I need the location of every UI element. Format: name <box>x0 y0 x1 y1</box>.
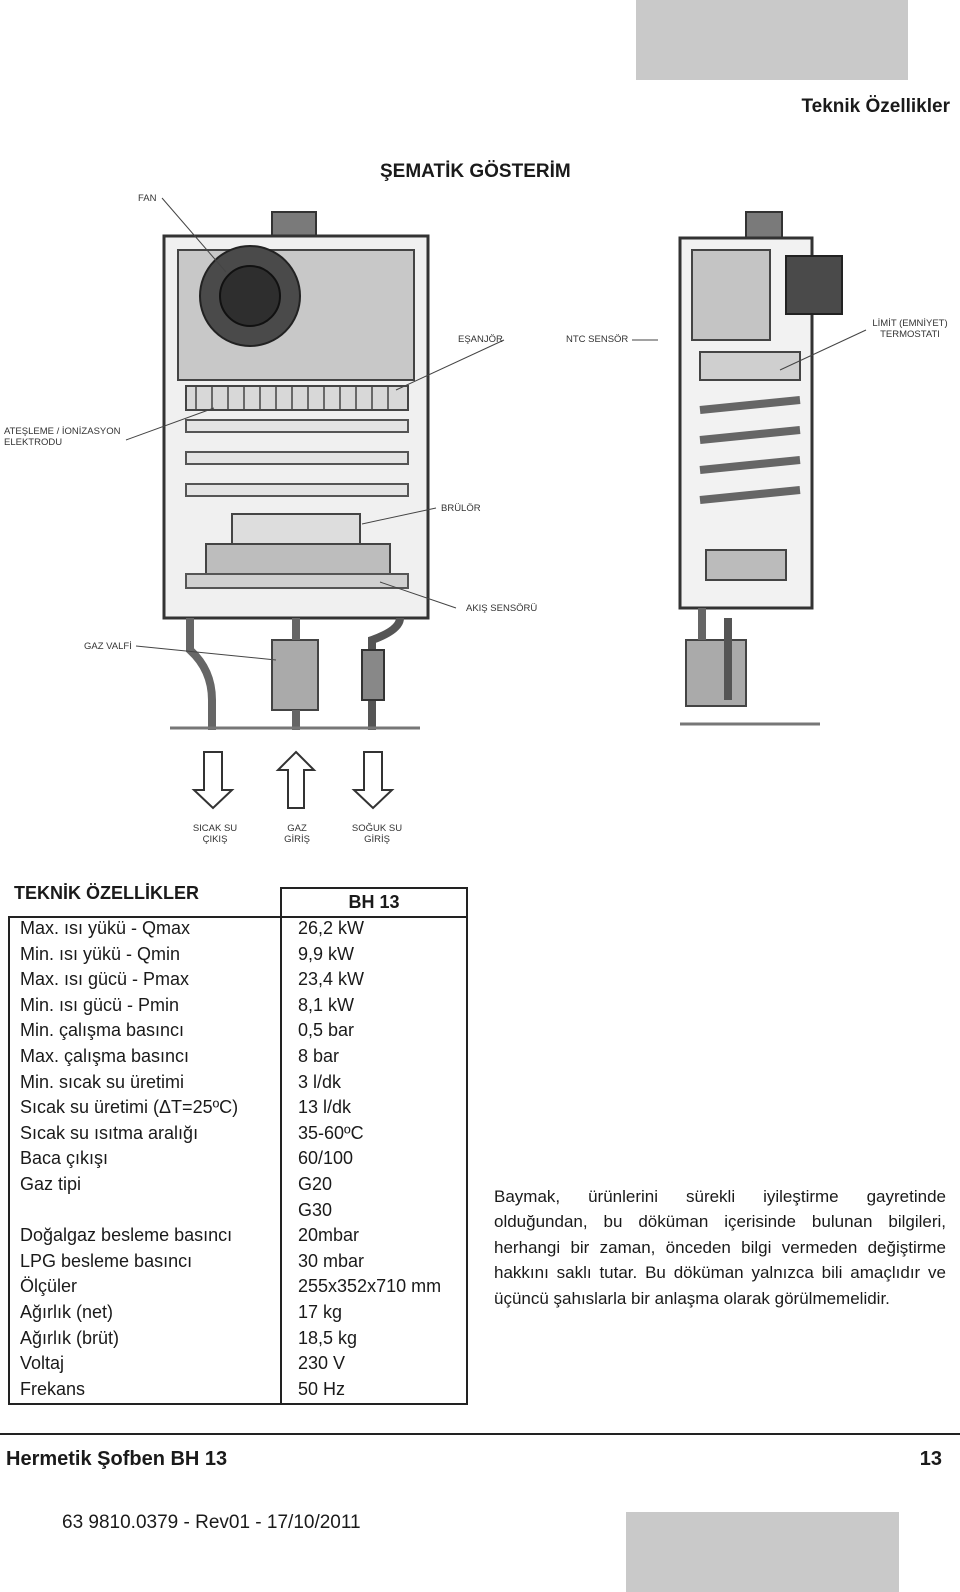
spec-key: LPG besleme basıncı <box>20 1250 193 1271</box>
label-hot-line2: ÇIKIŞ <box>202 834 228 845</box>
spec-row: Baca çıkışı 60/100 <box>8 1146 468 1172</box>
spec-key: Doğalgaz besleme basıncı <box>20 1225 233 1246</box>
label-flow-sensor: AKIŞ SENSÖRÜ <box>466 603 538 614</box>
footer-gray-block <box>626 1512 899 1592</box>
spec-row: Gaz tipi G20 <box>8 1172 468 1198</box>
specs-rows: Max. ısı yükü - Qmax 26,2 kW Min. ısı yükü… <box>8 916 468 1402</box>
label-gas-line1: GAZ <box>287 823 307 834</box>
footer-rule <box>0 1433 960 1435</box>
spec-key: Voltaj <box>20 1353 65 1374</box>
spec-row: Ağırlık (brüt) 18,5 kg <box>8 1326 468 1352</box>
spec-value: 35-60ºC <box>298 1122 364 1143</box>
spec-key: Max. çalışma basıncı <box>20 1045 190 1066</box>
spec-value: G30 <box>298 1199 333 1220</box>
spec-row: Max. çalışma basıncı 8 bar <box>8 1044 468 1070</box>
section-title: Teknik Özellikler <box>801 96 950 117</box>
spec-key: Ağırlık (net) <box>20 1301 114 1322</box>
spec-key: Sıcak su üretimi (ΔT=25ºC) <box>20 1097 239 1118</box>
spec-value: 23,4 kW <box>298 969 365 990</box>
spec-row: Max. ısı gücü - Pmax 23,4 kW <box>8 967 468 993</box>
spec-value: 0,5 bar <box>298 1020 355 1041</box>
specs-table <box>8 916 468 1405</box>
label-gas-in: GAZ GİRİŞ <box>270 823 324 845</box>
side-view <box>678 211 843 726</box>
label-limit-line2: TERMOSTATI <box>880 329 940 340</box>
spec-row: Max. ısı yükü - Qmax 26,2 kW <box>8 916 468 942</box>
model-header: BH 13 <box>280 887 468 918</box>
spec-value: 3 l/dk <box>298 1071 342 1092</box>
flow-arrows <box>191 750 395 810</box>
spec-value: 26,2 kW <box>298 918 365 938</box>
spec-value: 18,5 kg <box>298 1327 358 1348</box>
label-cold-line1: SOĞUK SU <box>351 823 403 834</box>
leader-lines <box>125 197 867 661</box>
spec-key: Sıcak su ısıtma aralığı <box>20 1122 199 1143</box>
label-hot-line1: SICAK SU <box>192 823 238 834</box>
specs-column-divider <box>280 887 282 1405</box>
spec-value: 13 l/dk <box>298 1097 352 1118</box>
spec-key: Max. ısı gücü - Pmax <box>20 969 190 990</box>
spec-key: Min. ısı gücü - Pmin <box>20 994 180 1015</box>
spec-row: Frekans 50 Hz <box>8 1377 468 1403</box>
spec-key: Gaz tipi <box>20 1173 82 1194</box>
spec-key: Min. çalışma basıncı <box>20 1020 185 1041</box>
spec-row: G30 <box>8 1198 468 1224</box>
spec-value: 9,9 kW <box>298 943 355 964</box>
spec-row: Doğalgaz besleme basıncı 20mbar <box>8 1223 468 1249</box>
specs-title: TEKNİK ÖZELLİKLER <box>14 883 199 903</box>
spec-key: Baca çıkışı <box>20 1148 109 1169</box>
schematic-title: ŞEMATİK GÖSTERİM <box>380 161 571 182</box>
spec-key: Ağırlık (brüt) <box>20 1327 120 1348</box>
label-ntc-sensor: NTC SENSÖR <box>566 334 629 345</box>
spec-row: Sıcak su üretimi (ΔT=25ºC) 13 l/dk <box>8 1095 468 1121</box>
spec-key: Max. ısı yükü - Qmax <box>20 918 191 938</box>
spec-row: Min. ısı gücü - Pmin 8,1 kW <box>8 993 468 1019</box>
label-brulor: BRÜLÖR <box>441 503 481 514</box>
spec-value: 17 kg <box>298 1301 343 1322</box>
spec-value: 30 mbar <box>298 1250 365 1271</box>
spec-value: 230 V <box>298 1353 346 1374</box>
spec-value: G20 <box>298 1173 333 1194</box>
front-view <box>162 211 430 730</box>
spec-row: Min. çalışma basıncı 0,5 bar <box>8 1018 468 1044</box>
heater-schematic-drawing <box>125 197 867 810</box>
label-gas-valve: GAZ VALFİ <box>84 641 132 652</box>
spec-row: Min. sıcak su üretimi 3 l/dk <box>8 1070 468 1096</box>
spec-value: 20mbar <box>298 1225 360 1246</box>
spec-value: 60/100 <box>298 1148 354 1169</box>
label-ignition-line1: ATEŞLEME / İONİZASYON <box>4 426 121 437</box>
label-esanjor: EŞANJÖR <box>458 334 503 345</box>
spec-row: Voltaj 230 V <box>8 1351 468 1377</box>
label-ignition-line2: ELEKTRODU <box>4 437 63 448</box>
spec-value: 8 bar <box>298 1045 340 1066</box>
footer-product: Hermetik Şofben BH 13 <box>6 1448 228 1470</box>
label-cold-line2: GİRİŞ <box>364 834 390 845</box>
spec-row: Sıcak su ısıtma aralığı 35-60ºC <box>8 1121 468 1147</box>
footer-page-number: 13 <box>919 1448 942 1470</box>
document-code: 63 9810.0379 - Rev01 - 17/10/2011 <box>62 1512 361 1533</box>
spec-value: 8,1 kW <box>298 994 355 1015</box>
disclaimer-note: Baymak, ürünlerini sürekli iyileştirme g… <box>494 1187 946 1308</box>
label-ignition-electrode: ATEŞLEME / İONİZASYON ELEKTRODU <box>4 426 121 448</box>
spec-row: Min. ısı yükü - Qmin 9,9 kW <box>8 942 468 968</box>
label-fan: FAN <box>138 193 157 204</box>
spec-key: Ölçüler <box>20 1276 78 1297</box>
label-limit-thermostat: LİMİT (EMNİYET) TERMOSTATI <box>862 318 958 340</box>
label-limit-line1: LİMİT (EMNİYET) <box>872 318 948 329</box>
spec-row: Ağırlık (net) 17 kg <box>8 1300 468 1326</box>
spec-key: Frekans <box>20 1378 86 1399</box>
spec-row: LPG besleme basıncı 30 mbar <box>8 1249 468 1275</box>
spec-value: 50 Hz <box>298 1378 346 1399</box>
label-cold-water-in: SOĞUK SU GİRİŞ <box>342 823 412 845</box>
spec-row: Ölçüler 255x352x710 mm <box>8 1274 468 1300</box>
label-gas-line2: GİRİŞ <box>284 834 310 845</box>
label-hot-water-out: SICAK SU ÇIKIŞ <box>180 823 250 845</box>
spec-key: Min. sıcak su üretimi <box>20 1071 185 1092</box>
spec-key: Min. ısı yükü - Qmin <box>20 943 181 964</box>
header-gray-block <box>636 0 908 80</box>
spec-value: 255x352x710 mm <box>298 1276 442 1297</box>
